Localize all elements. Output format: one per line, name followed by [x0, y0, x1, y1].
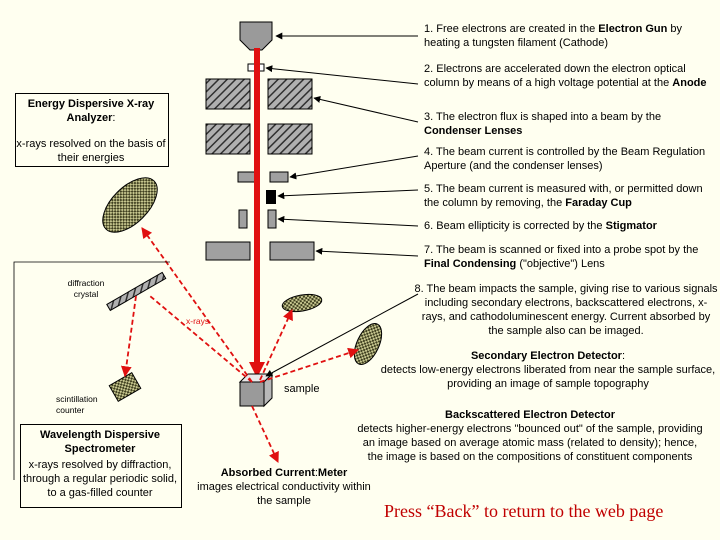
eds-box	[15, 93, 169, 167]
absorbed-current-text: Absorbed Current:Meter images electrical…	[197, 467, 371, 507]
condenser-lens-lower-right	[267, 123, 313, 155]
eds-detector	[102, 177, 158, 233]
step-7-text: 7. The beam is scanned or fixed into a p…	[424, 244, 699, 270]
final-lens-left	[205, 241, 251, 261]
electron-gun-icon	[239, 21, 273, 51]
final-lens-right	[269, 241, 315, 261]
condenser-lens-lower-left	[205, 123, 251, 155]
wds-box	[20, 424, 182, 508]
backscattered-electron-detector	[353, 323, 383, 365]
wds-label: Wavelength Dispersive Spectrometer	[39, 429, 161, 455]
stigmator-left	[238, 209, 248, 229]
step-8-text: 8. The beam impacts the sample, giving r…	[414, 283, 718, 337]
xrays-label: x-rays	[186, 316, 210, 326]
faraday-cup	[266, 190, 276, 204]
aperture-right	[269, 171, 289, 183]
wds-description: x-rays resolved by diffraction, through …	[22, 459, 178, 499]
step-6-text: 6. Beam ellipticity is corrected by the …	[424, 220, 657, 232]
secondary-electron-detector	[281, 293, 323, 313]
stigmator-right	[267, 209, 277, 229]
back-link[interactable]: Press “Back” to return to the web page	[384, 501, 664, 521]
callout-arrows	[265, 32, 419, 377]
secondary-detector-text: Secondary Electron Detector: detects low…	[380, 350, 716, 390]
beam-arrowhead	[249, 362, 265, 378]
sample-cube-front	[239, 381, 265, 407]
eds-label: Energy Dispersive X-ray Analyzer:	[27, 98, 155, 124]
step-2-text: 2. Electrons are accelerated down the el…	[424, 63, 707, 89]
eds-description: x-rays resolved on the basis of their en…	[16, 138, 166, 164]
step-3-text: 3. The electron flux is shaped into a be…	[424, 111, 662, 137]
condenser-lens-upper-right	[267, 78, 313, 110]
step-1-text: 1. Free electrons are created in the Ele…	[424, 23, 683, 49]
diffraction-crystal-label: diffraction crystal	[67, 278, 105, 299]
step-4-text: 4. The beam current is controlled by the…	[424, 146, 706, 172]
aperture-left	[237, 171, 257, 183]
condenser-lens-upper-left	[205, 78, 251, 110]
scintillation-counter-label: scintillation counter	[56, 394, 98, 415]
scintillation-counter	[108, 372, 142, 402]
sample-label: sample	[284, 383, 320, 395]
backscattered-detector-text: Backscattered Electron Detector detects …	[357, 409, 703, 463]
diffraction-crystal	[106, 271, 167, 312]
xray-paths	[120, 227, 360, 463]
step-5-text: 5. The beam current is measured with, or…	[424, 183, 703, 209]
rowland-circle-arc	[13, 261, 170, 480]
